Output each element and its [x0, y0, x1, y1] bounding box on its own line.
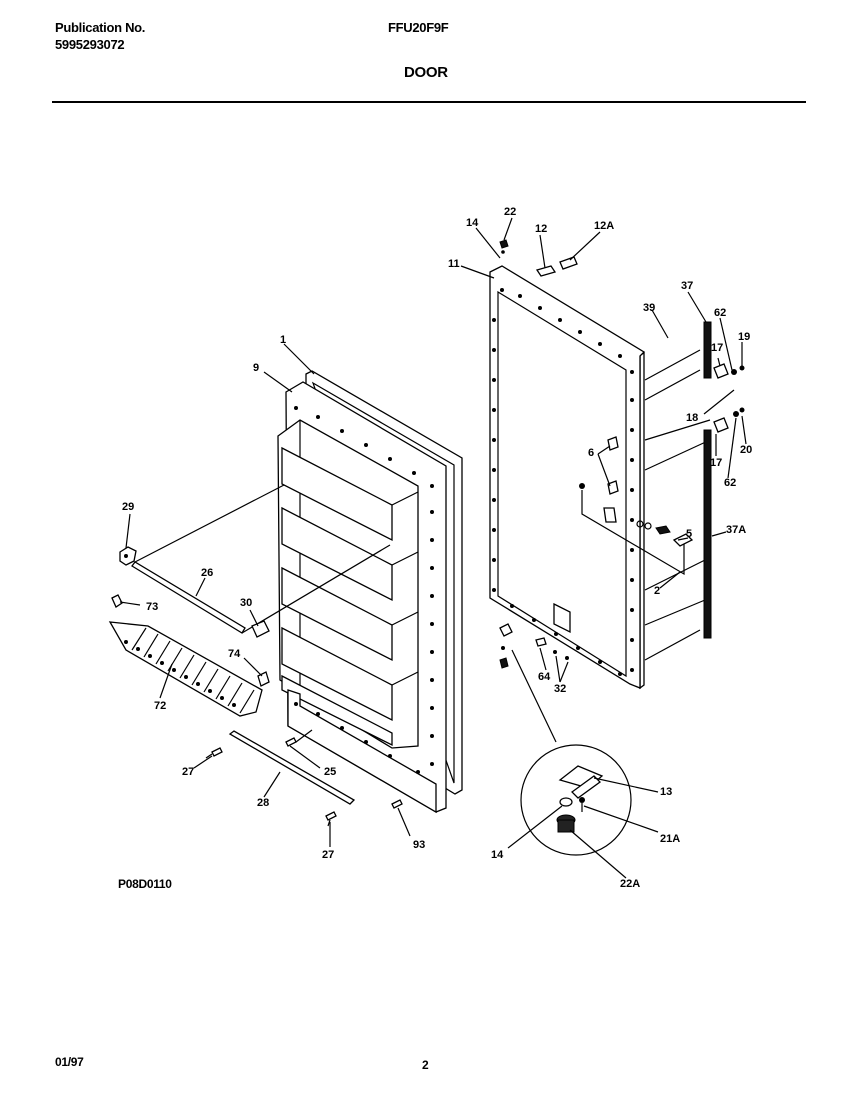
callout-62-lower: 62 — [724, 477, 736, 489]
date-code: 01/97 — [55, 1055, 84, 1069]
callout-12A: 12A — [594, 220, 614, 232]
hinge-detail-view — [511, 649, 632, 856]
callout-73: 73 — [146, 601, 158, 613]
callout-18: 18 — [686, 412, 698, 424]
callout-14-upper: 14 — [466, 217, 479, 229]
callout-37A: 37A — [726, 524, 746, 536]
callout-29: 29 — [122, 501, 134, 513]
latch-parts — [579, 436, 694, 576]
section-title: DOOR — [404, 64, 448, 81]
bottom-hinge-parts — [499, 623, 569, 669]
basket-shelf — [108, 621, 263, 717]
door-handle — [703, 321, 712, 639]
handle-hardware — [713, 363, 745, 433]
shelf-rail — [131, 484, 391, 634]
header-rule — [52, 101, 806, 103]
bottom-rail-and-screws — [205, 729, 403, 827]
callout-14-lower: 14 — [491, 849, 504, 861]
callout-27-upper: 27 — [182, 766, 194, 778]
callout-28: 28 — [257, 797, 269, 809]
callout-1: 1 — [280, 334, 286, 346]
callout-30: 30 — [240, 597, 252, 609]
callout-37: 37 — [681, 280, 693, 292]
callout-25: 25 — [324, 766, 336, 778]
callout-2: 2 — [654, 585, 660, 597]
door-liner-assembly — [277, 370, 463, 814]
callout-17-lower: 17 — [710, 457, 722, 469]
outer-door-panel — [489, 265, 711, 690]
callout-64: 64 — [538, 671, 551, 683]
callout-leader-lines — [119, 217, 747, 879]
publication-label: Publication No. — [55, 20, 146, 35]
callout-62-upper: 62 — [714, 307, 726, 319]
callout-12: 12 — [535, 223, 547, 235]
drawing-code: P08D0110 — [118, 877, 172, 891]
callout-72: 72 — [154, 700, 166, 712]
callout-26: 26 — [201, 567, 213, 579]
callout-27-lower: 27 — [322, 849, 334, 861]
callout-5: 5 — [686, 528, 692, 540]
retainer-part — [251, 620, 270, 638]
callout-93: 93 — [413, 839, 425, 851]
callout-11: 11 — [448, 258, 460, 270]
callout-labels: 1 9 29 26 73 30 74 72 27 25 28 27 93 14 … — [122, 206, 752, 890]
callout-20: 20 — [740, 444, 752, 456]
callout-74: 74 — [228, 648, 241, 660]
clip-part — [119, 546, 137, 566]
callout-22A: 22A — [620, 878, 640, 890]
callout-9: 9 — [253, 362, 259, 374]
callout-6: 6 — [588, 447, 594, 459]
callout-13: 13 — [660, 786, 672, 798]
callout-22: 22 — [504, 206, 516, 218]
callout-21A: 21A — [660, 833, 680, 845]
callout-32: 32 — [554, 683, 566, 695]
callout-39: 39 — [643, 302, 655, 314]
page-number: 2 — [422, 1058, 429, 1072]
callout-17-upper: 17 — [711, 342, 723, 354]
publication-number: 5995293072 — [55, 37, 125, 52]
top-hinge-parts — [499, 239, 578, 277]
callout-19: 19 — [738, 331, 750, 343]
model-number: FFU20F9F — [388, 20, 449, 35]
